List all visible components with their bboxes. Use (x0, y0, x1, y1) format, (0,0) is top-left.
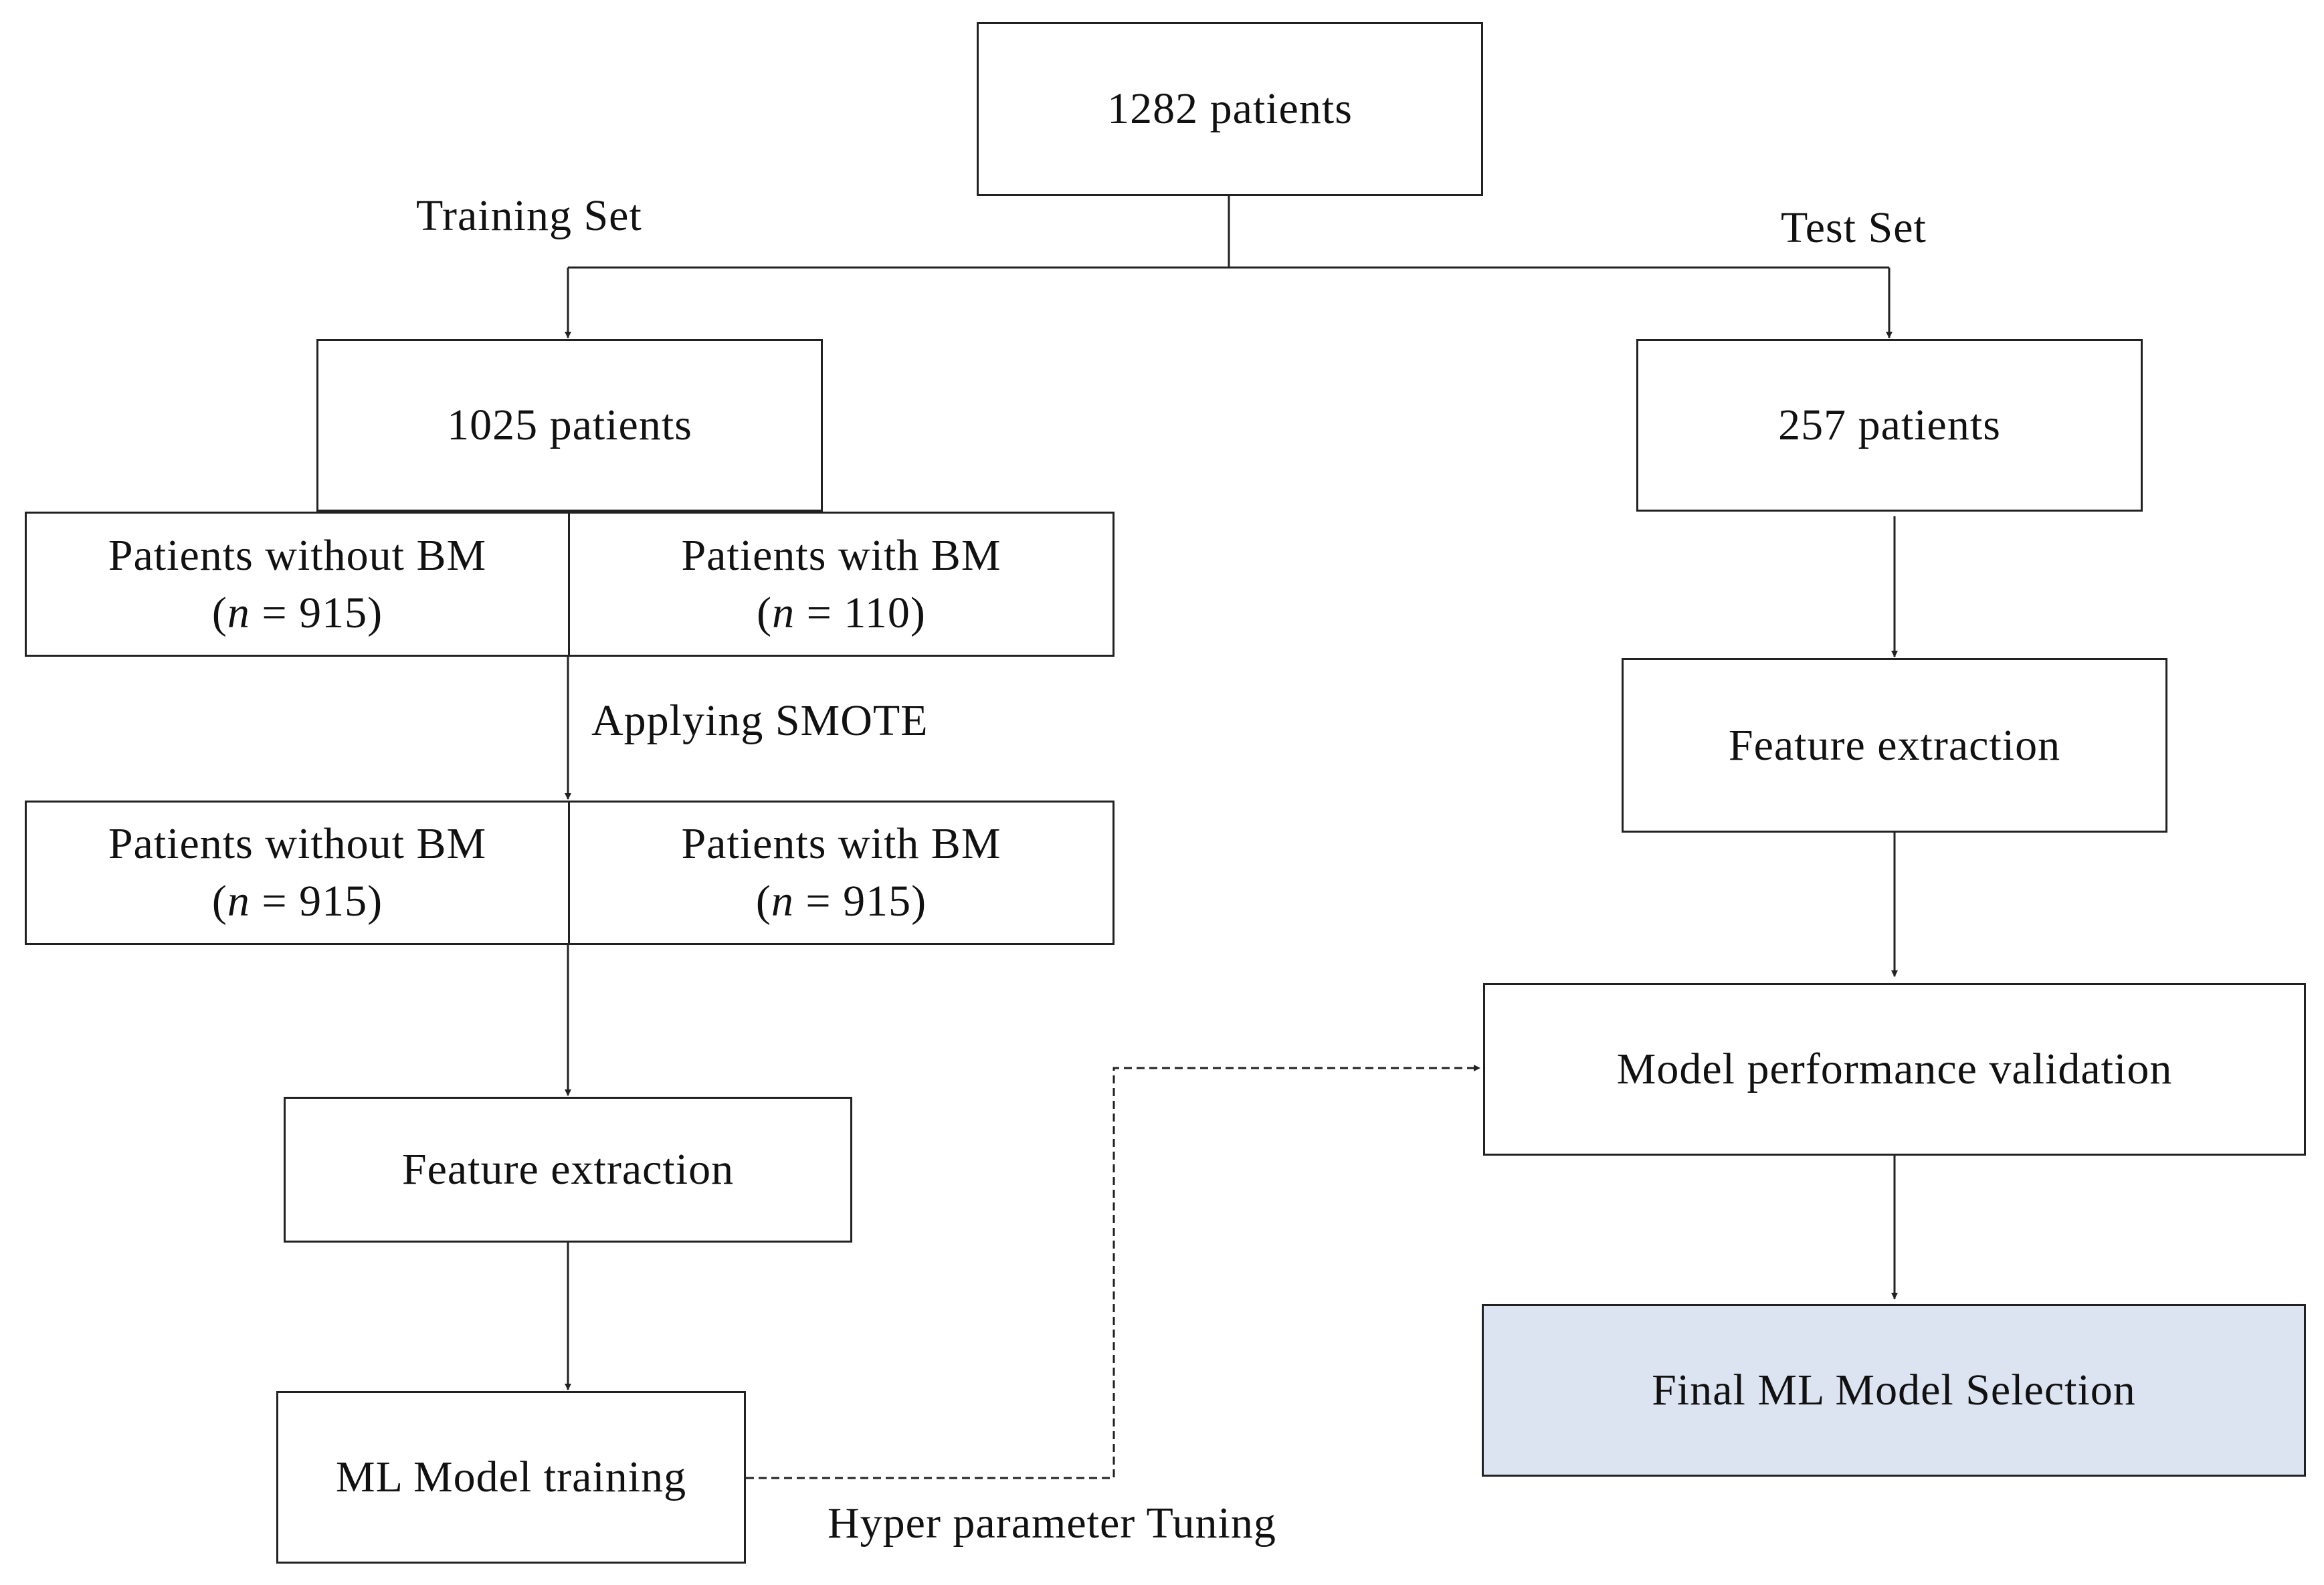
model-training-box: ML Model training (276, 1391, 746, 1564)
before-smote-without-bm-count: (n = 915) (211, 588, 383, 637)
after-smote-with-bm-label: Patients with BM (681, 819, 1001, 869)
training-total-label: 1025 patients (447, 401, 692, 450)
root-patients-label: 1282 patients (1107, 84, 1353, 134)
tuning-label: Hyper parameter Tuning (828, 1499, 1276, 1548)
after-smote-with-bm-count: (n = 915) (755, 877, 927, 926)
test-total-label: 257 patients (1778, 401, 2001, 450)
after-smote-with-bm-box: Patients with BM (n = 915) (568, 801, 1115, 945)
final-selection-box: Final ML Model Selection (1482, 1304, 2306, 1477)
after-smote-without-bm-count: (n = 915) (211, 877, 383, 926)
test-feature-extraction-box: Feature extraction (1622, 658, 2167, 833)
validation-label: Model performance validation (1616, 1045, 2173, 1094)
test-set-label: Test Set (1781, 203, 1927, 252)
before-smote-with-bm-box: Patients with BM (n = 110) (568, 512, 1115, 657)
training-set-label: Training Set (416, 191, 642, 240)
before-smote-with-bm-count: (n = 110) (757, 588, 926, 637)
final-selection-label: Final ML Model Selection (1652, 1366, 2136, 1415)
before-smote-without-bm-box: Patients without BM (n = 915) (25, 512, 570, 657)
test-feature-extraction-label: Feature extraction (1728, 720, 2061, 770)
validation-box: Model performance validation (1483, 983, 2306, 1156)
tuning-dashed-connector (746, 1065, 1480, 1479)
smote-label: Applying SMOTE (591, 696, 929, 745)
after-smote-without-bm-label: Patients without BM (108, 819, 487, 869)
test-total-box: 257 patients (1636, 339, 2143, 512)
training-feature-extraction-label: Feature extraction (401, 1145, 735, 1194)
training-feature-extraction-box: Feature extraction (284, 1097, 852, 1243)
root-patients-box: 1282 patients (977, 22, 1483, 196)
model-training-label: ML Model training (335, 1453, 687, 1502)
after-smote-without-bm-box: Patients without BM (n = 915) (25, 801, 570, 945)
before-smote-with-bm-label: Patients with BM (681, 530, 1001, 580)
before-smote-without-bm-label: Patients without BM (108, 530, 487, 580)
training-total-box: 1025 patients (316, 339, 823, 512)
